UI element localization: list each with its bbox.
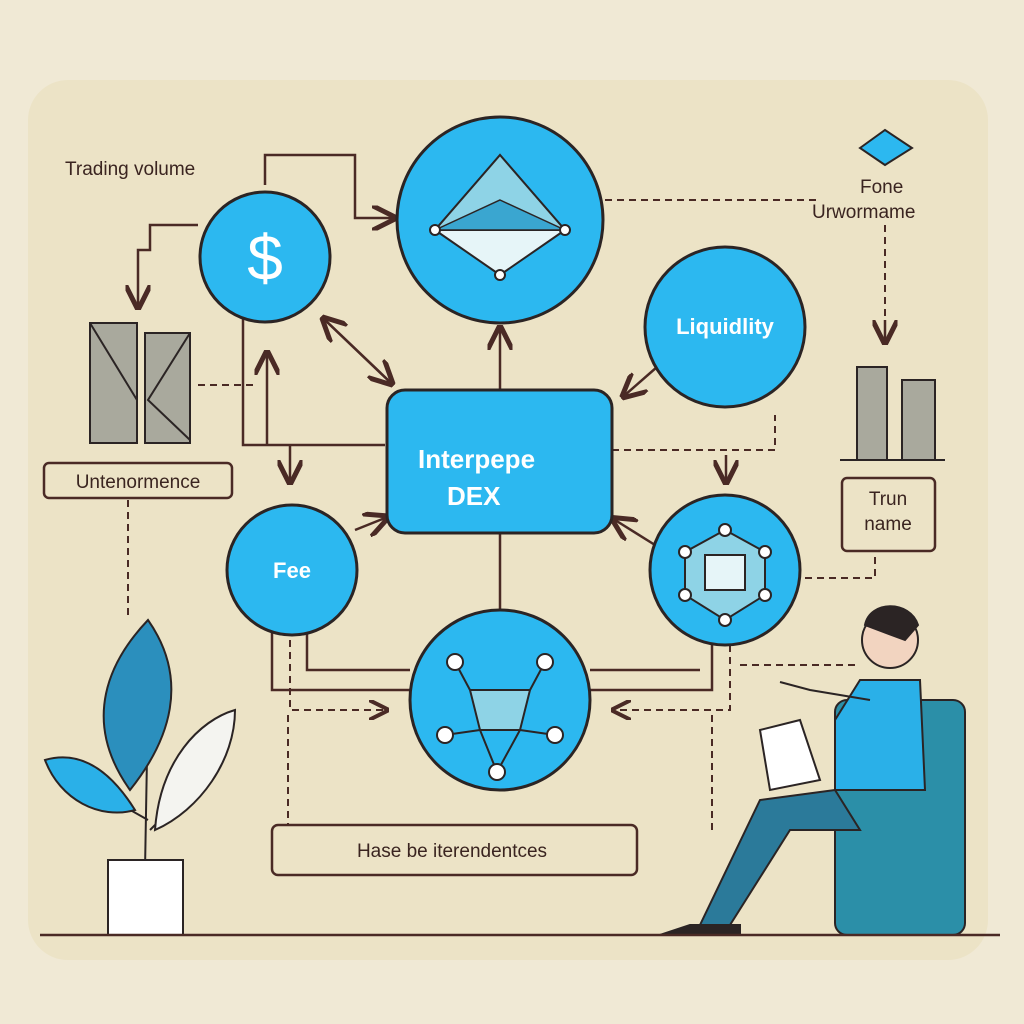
plant-illustration: [43, 618, 237, 936]
urwormame-label: Urwormame: [812, 202, 915, 223]
liquidity-node[interactable]: Liquidlity: [643, 245, 807, 409]
dollar-node[interactable]: $: [198, 190, 332, 324]
network-node-right[interactable]: [648, 493, 802, 647]
right-box-line1: Trun: [869, 489, 907, 510]
left-box-label: Untenormence: [76, 472, 201, 493]
liquidity-label: Liquidlity: [676, 314, 775, 339]
untenormence-box[interactable]: Untenormence: [42, 461, 234, 500]
interpepe-dex-box[interactable]: Interpepe DEX: [385, 388, 614, 535]
fee-label: Fee: [273, 558, 311, 583]
fee-node[interactable]: Fee: [225, 503, 359, 637]
books-icon: [89, 322, 191, 444]
center-title: Interpepe: [418, 444, 535, 474]
right-box-line2: name: [864, 514, 912, 535]
trading-volume-label: Trading volume: [65, 159, 195, 180]
network-node-bottom[interactable]: [408, 608, 592, 792]
network-icon: [436, 653, 564, 781]
interdependences-box[interactable]: Hase be iterendentces: [270, 823, 639, 877]
connectors: [128, 153, 885, 830]
person-illustration: [659, 605, 966, 936]
crystal-icon: [429, 153, 571, 281]
network-icon: [678, 523, 772, 627]
trun-name-box[interactable]: Trun name: [840, 476, 937, 553]
bar-chart-icon: [840, 366, 945, 461]
diamond-icon: [858, 128, 914, 167]
bottom-box-label: Hase be iterendentces: [357, 841, 547, 862]
center-subtitle: DEX: [447, 481, 501, 511]
fone-label: Fone: [860, 177, 903, 198]
crystal-node[interactable]: [395, 115, 605, 325]
dollar-icon: $: [247, 222, 283, 294]
